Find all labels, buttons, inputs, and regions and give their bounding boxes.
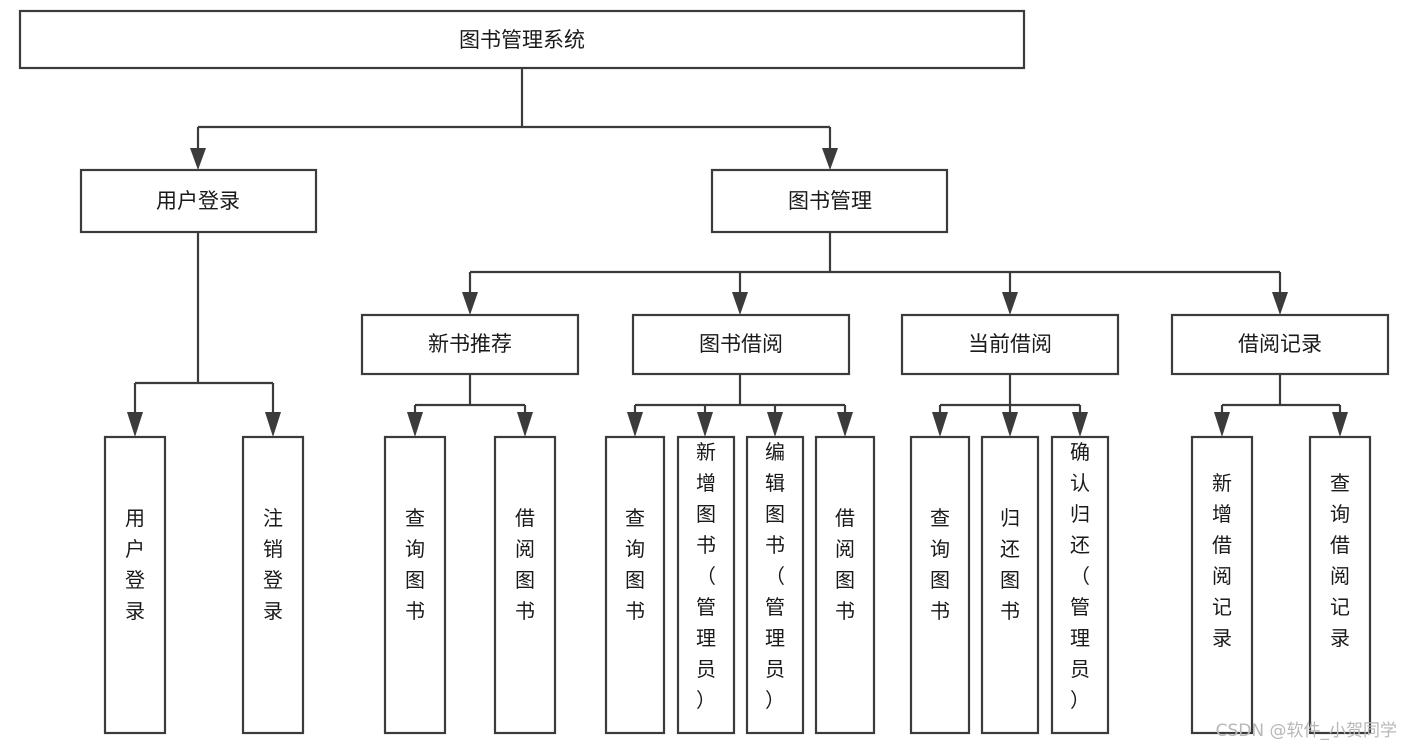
arrow-head-leaf-query-book-2 <box>627 412 643 437</box>
arrow-head-leaf-user-login <box>127 412 143 437</box>
leaf-user-login-box[interactable] <box>103 435 167 735</box>
node-user-login-label: 用户登录 <box>156 189 240 213</box>
leaf-borrow-book-2-box[interactable] <box>814 435 876 735</box>
leaf-borrow-book-2-label: 借阅图书 <box>835 506 855 623</box>
leaf-query-book-3-box[interactable] <box>909 435 971 735</box>
arrow-head-leaf-return-book <box>1002 412 1018 437</box>
leaf-query-book-1-label: 查询图书 <box>405 506 425 623</box>
node-new-book-recommend-label: 新书推荐 <box>428 332 512 356</box>
leaf-user-logout-box[interactable] <box>241 435 305 735</box>
arrow-head-leaf-edit-book <box>767 412 783 437</box>
leaf-add-book-label: 新增图书（管理员） <box>696 440 716 712</box>
leaf-edit-book-box[interactable] <box>745 435 805 735</box>
leaf-query-book-2-label: 查询图书 <box>625 506 645 623</box>
leaf-query-book-2[interactable]: 查询图书 <box>604 435 666 735</box>
arrow-head-leaf-user-logout <box>265 412 281 437</box>
arrow-head-new-book-recommend <box>462 292 478 315</box>
leaf-query-record-label: 查询借阅记录 <box>1330 471 1350 650</box>
leaf-user-login-label: 用户登录 <box>125 506 145 623</box>
leaf-user-logout[interactable]: 注销登录 <box>241 435 305 735</box>
arrow-head-leaf-query-record <box>1332 412 1348 437</box>
leaf-return-book-box[interactable] <box>980 435 1040 735</box>
leaf-query-record[interactable]: 查询借阅记录 <box>1308 435 1372 735</box>
csdn-watermark: CSDN @软件_小贺同学 <box>1215 721 1397 741</box>
arrow-head-leaf-add-book <box>697 412 713 437</box>
leaf-confirm-return-label: 确认归还（管理员） <box>1070 440 1090 712</box>
arrow-head-current-borrow <box>1002 292 1018 315</box>
leaf-query-book-3-label: 查询图书 <box>930 506 950 623</box>
node-root-label: 图书管理系统 <box>459 28 585 52</box>
leaf-query-book-1[interactable]: 查询图书 <box>383 435 447 735</box>
arrow-head-leaf-query-book-1 <box>407 412 423 437</box>
leaf-user-logout-label: 注销登录 <box>263 506 283 623</box>
node-borrow-record[interactable]: 借阅记录 <box>1170 313 1390 376</box>
arrow-head-user-login <box>190 148 206 170</box>
node-book-manage-box[interactable] <box>710 168 949 234</box>
node-user-login[interactable]: 用户登录 <box>79 168 318 234</box>
node-new-book-recommend[interactable]: 新书推荐 <box>360 313 580 376</box>
leaf-add-record[interactable]: 新增借阅记录 <box>1190 435 1254 735</box>
leaf-return-book-label: 归还图书 <box>1000 506 1020 623</box>
node-current-borrow-label: 当前借阅 <box>968 332 1052 356</box>
leaf-borrow-book-1-label: 借阅图书 <box>515 506 535 623</box>
arrow-head-book-borrow <box>732 292 748 315</box>
leaf-borrow-book-1[interactable]: 借阅图书 <box>493 435 557 735</box>
arrow-head-leaf-query-book-3 <box>932 412 948 437</box>
arrow-head-leaf-add-record <box>1214 412 1230 437</box>
leaf-add-book[interactable]: 新增图书（管理员） <box>676 435 736 735</box>
arrow-head-book-manage <box>822 148 838 170</box>
node-current-borrow[interactable]: 当前借阅 <box>900 313 1120 376</box>
arrow-head-leaf-borrow-book-1 <box>517 412 533 437</box>
leaf-borrow-book-1-box[interactable] <box>493 435 557 735</box>
connector-layer <box>127 68 1348 437</box>
leaf-user-login[interactable]: 用户登录 <box>103 435 167 735</box>
leaf-add-record-label: 新增借阅记录 <box>1212 471 1232 650</box>
arrow-head-borrow-record <box>1272 292 1288 315</box>
leaf-query-book-2-box[interactable] <box>604 435 666 735</box>
node-book-borrow-label: 图书借阅 <box>699 332 783 356</box>
leaf-edit-book-label: 编辑图书（管理员） <box>765 440 785 712</box>
arrow-head-leaf-borrow-book-2 <box>837 412 853 437</box>
leaf-query-book-3[interactable]: 查询图书 <box>909 435 971 735</box>
leaf-edit-book[interactable]: 编辑图书（管理员） <box>745 435 805 735</box>
leaf-query-record-box[interactable] <box>1308 435 1372 735</box>
node-root-box[interactable] <box>18 9 1026 70</box>
node-book-borrow[interactable]: 图书借阅 <box>631 313 851 376</box>
leaf-add-book-box[interactable] <box>676 435 736 735</box>
node-book-borrow-box[interactable] <box>631 313 851 376</box>
leaf-add-record-box[interactable] <box>1190 435 1254 735</box>
node-user-login-box[interactable] <box>79 168 318 234</box>
node-book-manage-label: 图书管理 <box>788 189 872 213</box>
node-new-book-recommend-box[interactable] <box>360 313 580 376</box>
node-book-manage[interactable]: 图书管理 <box>710 168 949 234</box>
leaf-confirm-return[interactable]: 确认归还（管理员） <box>1050 435 1110 735</box>
node-borrow-record-box[interactable] <box>1170 313 1390 376</box>
node-root[interactable]: 图书管理系统 <box>18 9 1026 70</box>
node-borrow-record-label: 借阅记录 <box>1238 332 1322 356</box>
arrow-head-leaf-confirm-return <box>1072 412 1088 437</box>
leaf-confirm-return-box[interactable] <box>1050 435 1110 735</box>
leaf-query-book-1-box[interactable] <box>383 435 447 735</box>
node-current-borrow-box[interactable] <box>900 313 1120 376</box>
leaf-borrow-book-2[interactable]: 借阅图书 <box>814 435 876 735</box>
leaf-return-book[interactable]: 归还图书 <box>980 435 1040 735</box>
